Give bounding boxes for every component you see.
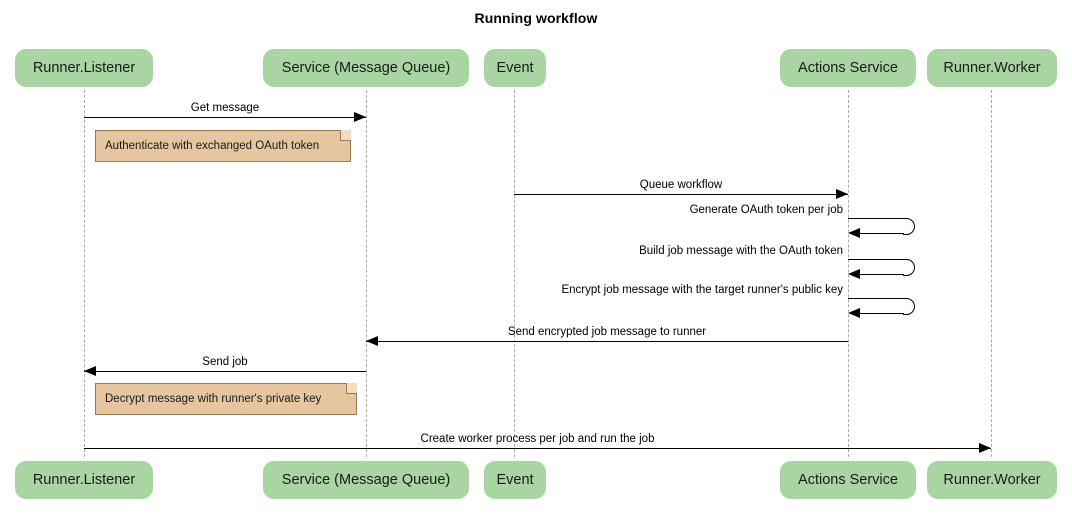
message-label-generate-oauth-token-per-job: Generate OAuth token per job bbox=[689, 204, 843, 216]
message-line-queue-workflow bbox=[514, 194, 848, 195]
message-label-send-job: Send job bbox=[202, 356, 248, 368]
self-message-line-back bbox=[858, 313, 904, 314]
self-message-line-back bbox=[858, 274, 904, 275]
arrow-head-left-icon bbox=[848, 228, 860, 239]
participant-footer-actions-service[interactable]: Actions Service bbox=[780, 461, 916, 499]
self-message-generate-oauth-token-per-job bbox=[848, 218, 915, 239]
message-label-build-job-message-with-the-oauth-token: Build job message with the OAuth token bbox=[639, 245, 843, 257]
message-line-send-job bbox=[84, 371, 366, 372]
arrow-head-right-icon bbox=[354, 112, 366, 123]
self-message-line-out bbox=[848, 218, 904, 219]
arrow-head-right-icon bbox=[979, 443, 991, 454]
note-fold-corner-icon bbox=[340, 130, 351, 141]
arrow-head-left-icon bbox=[366, 336, 378, 347]
participant-runner-listener[interactable]: Runner.Listener bbox=[15, 49, 153, 87]
participant-service-message-queue[interactable]: Service (Message Queue) bbox=[263, 49, 469, 87]
message-line-get-message bbox=[84, 117, 366, 118]
note-fold-corner-icon bbox=[346, 383, 357, 394]
page-title: Running workflow bbox=[474, 10, 598, 26]
message-line-create-worker-process-per-job-and-run-the-job bbox=[84, 448, 991, 449]
self-message-curve bbox=[903, 218, 915, 235]
self-message-line-out bbox=[848, 259, 904, 260]
message-line-send-encrypted-job-message-to-runner bbox=[366, 341, 848, 342]
participant-footer-runner-worker[interactable]: Runner.Worker bbox=[927, 461, 1057, 499]
self-message-line-back bbox=[858, 233, 904, 234]
arrow-head-right-icon bbox=[836, 189, 848, 200]
arrow-head-left-icon bbox=[848, 308, 860, 319]
lifeline-event bbox=[514, 90, 515, 457]
note-text: Decrypt message with runner's private ke… bbox=[105, 393, 322, 405]
message-label-send-encrypted-job-message-to-runner: Send encrypted job message to runner bbox=[507, 326, 707, 338]
note-decrypt-note: Decrypt message with runner's private ke… bbox=[95, 383, 357, 415]
participant-actions-service[interactable]: Actions Service bbox=[780, 49, 916, 87]
participant-footer-event[interactable]: Event bbox=[484, 461, 546, 499]
message-label-queue-workflow: Queue workflow bbox=[639, 179, 723, 191]
self-message-build-job-message-with-the-oauth-token bbox=[848, 259, 915, 280]
participant-runner-worker[interactable]: Runner.Worker bbox=[927, 49, 1057, 87]
message-label-create-worker-process-per-job-and-run-the-job: Create worker process per job and run th… bbox=[420, 433, 655, 445]
message-label-encrypt-job-message-with-target-runner-public-key: Encrypt job message with the target runn… bbox=[561, 284, 843, 296]
participant-event[interactable]: Event bbox=[484, 49, 546, 87]
message-label-get-message: Get message bbox=[190, 102, 260, 114]
participant-footer-runner-listener[interactable]: Runner.Listener bbox=[15, 461, 153, 499]
self-message-line-out bbox=[848, 298, 904, 299]
note-text: Authenticate with exchanged OAuth token bbox=[105, 140, 320, 152]
self-message-curve bbox=[903, 298, 915, 315]
arrow-head-left-icon bbox=[848, 269, 860, 280]
arrow-head-left-icon bbox=[84, 366, 96, 377]
note-authenticate-note: Authenticate with exchanged OAuth token bbox=[95, 130, 351, 162]
self-message-encrypt-job-message-with-target-runner-public-key bbox=[848, 298, 915, 319]
self-message-curve bbox=[903, 259, 915, 276]
lifeline-service-message-queue bbox=[366, 90, 367, 457]
participant-footer-service-message-queue[interactable]: Service (Message Queue) bbox=[263, 461, 469, 499]
lifeline-runner-worker bbox=[991, 90, 992, 457]
lifeline-runner-listener bbox=[84, 90, 85, 457]
